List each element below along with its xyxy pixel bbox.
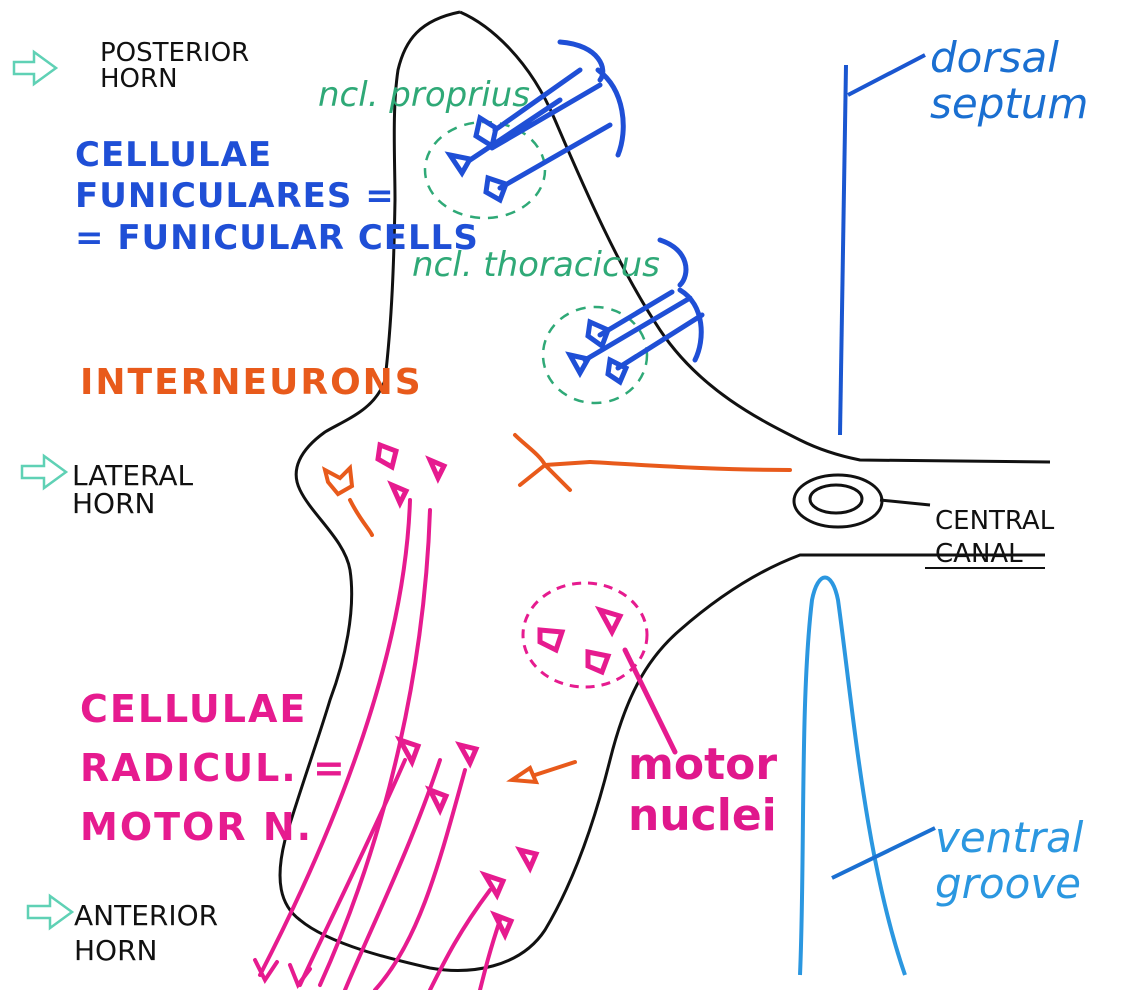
- pointer-arrow-icon: [28, 896, 72, 928]
- lateral-horn-label: LATERAL HORN: [72, 462, 193, 518]
- pointer-arrow-icon: [22, 456, 66, 488]
- cellulae-funiculares-label: CELLULAE FUNICULARES = = FUNICULAR CELLS: [75, 135, 479, 259]
- dorsal-septum-label: dorsal septum: [930, 35, 1088, 127]
- ventral-groove-pointer: [832, 828, 935, 878]
- dorsal-septum-pointer: [848, 55, 925, 95]
- ncl-proprius-label: ncl. proprius: [318, 78, 530, 112]
- central-canal-outer: [794, 475, 882, 527]
- pointer-arrows: [14, 52, 72, 928]
- central-canal-label: CENTRAL CANAL: [935, 505, 1054, 570]
- pointer-arrow-icon: [14, 52, 56, 84]
- ventral-groove-label: ventral groove: [935, 815, 1083, 907]
- posterior-horn-label: POSTERIOR HORN: [100, 40, 249, 92]
- central-canal-inner: [810, 485, 862, 513]
- interneurons-label: INTERNEURONS: [80, 365, 423, 401]
- ventral-groove-line: [800, 578, 905, 976]
- ncl-thoracicus-label: ncl. thoracicus: [412, 248, 660, 282]
- dorsal-septum-line: [840, 65, 846, 435]
- cellulae-radicul-label: CELLULAE RADICUL. = MOTOR N.: [80, 680, 347, 857]
- motor-nuclei-label: motor nuclei: [628, 740, 777, 841]
- motor-cells: [378, 445, 675, 935]
- anterior-horn-label: ANTERIOR HORN: [74, 898, 218, 968]
- central-canal-pointer: [880, 500, 930, 505]
